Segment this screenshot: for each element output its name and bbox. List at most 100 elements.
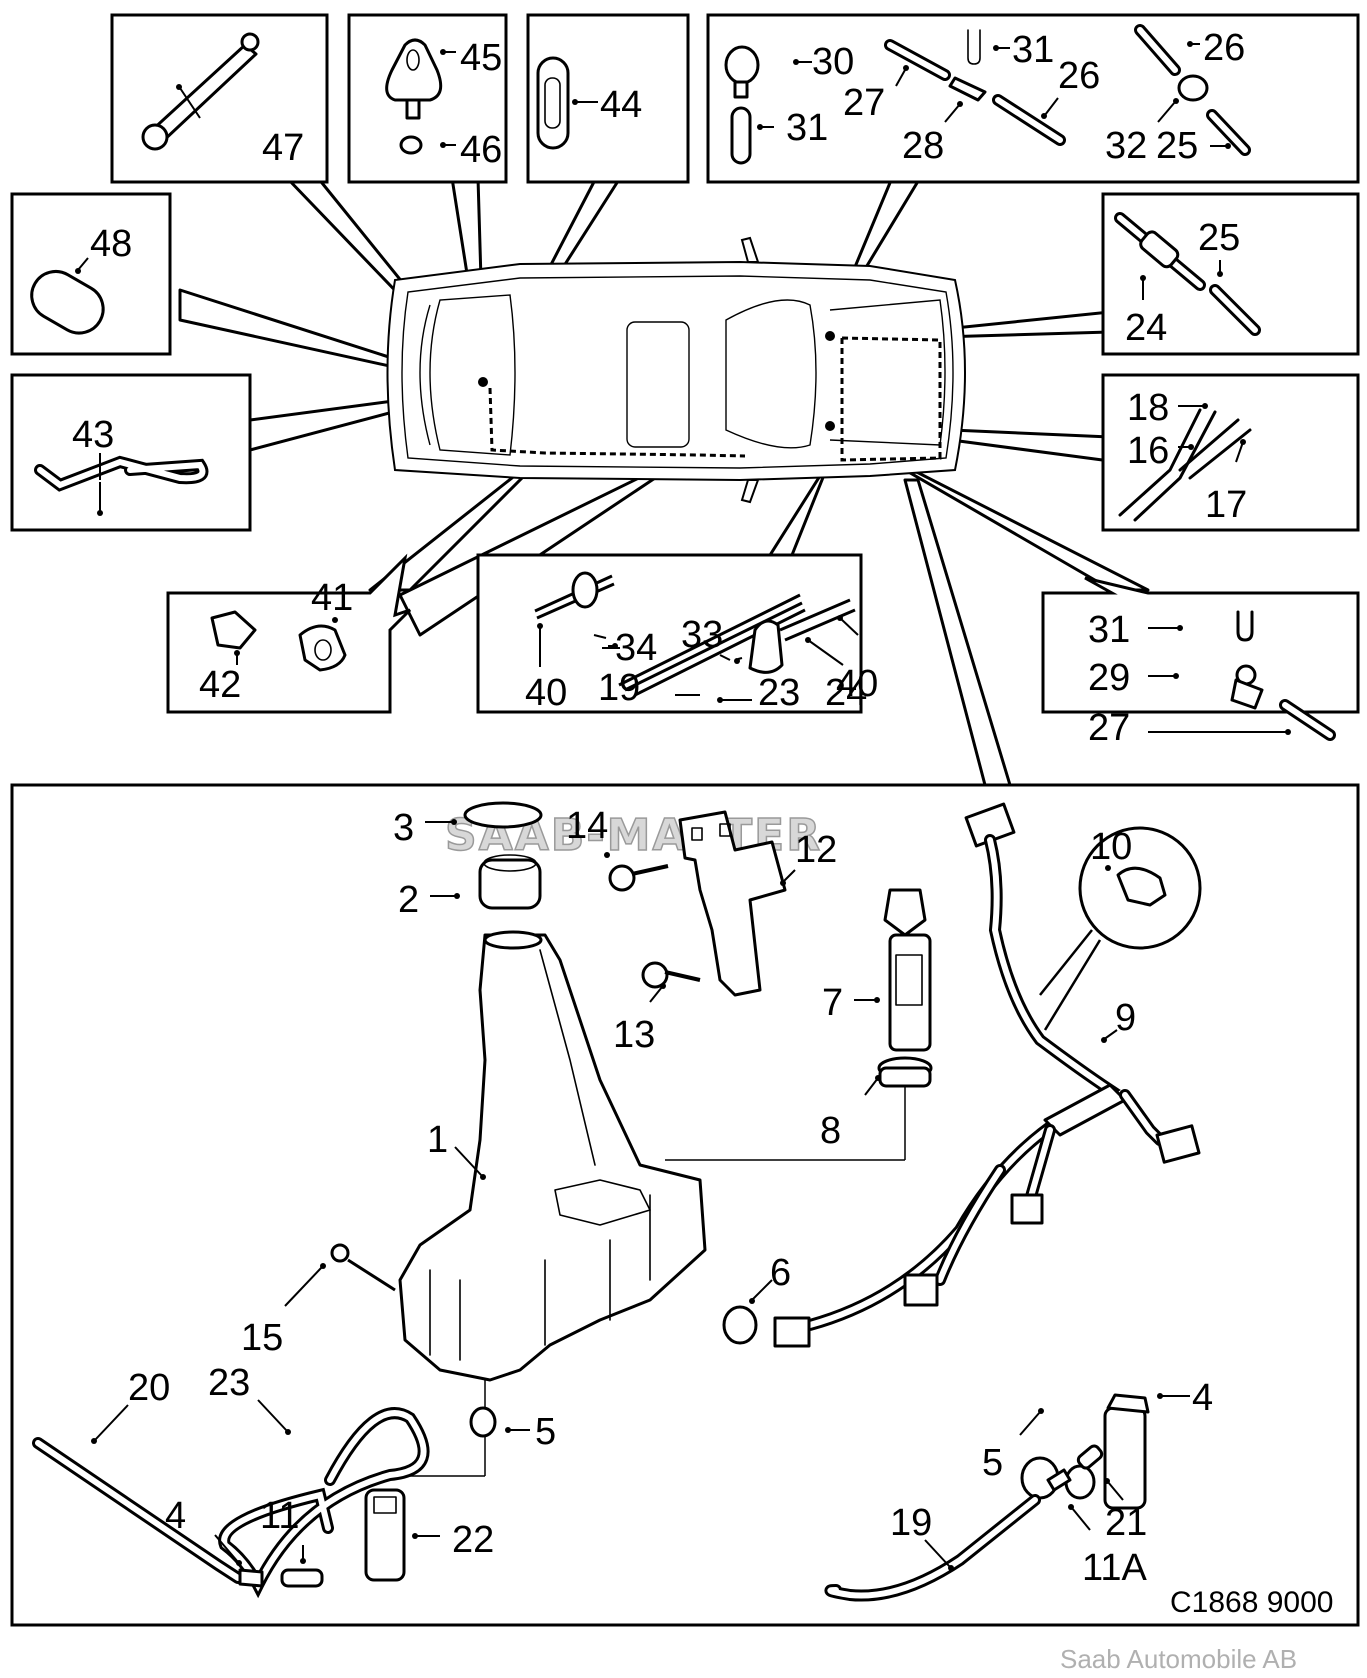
label-27b: 27 bbox=[1088, 707, 1130, 749]
label-25b: 25 bbox=[1198, 217, 1240, 259]
label-17: 17 bbox=[1205, 484, 1247, 526]
tee-11 bbox=[238, 1568, 264, 1588]
label-48: 48 bbox=[90, 223, 132, 265]
callout-box-16-17-18: 18 16 17 bbox=[1101, 373, 1360, 532]
hose-route-front bbox=[488, 387, 746, 458]
label-1: 1 bbox=[427, 1119, 448, 1161]
callout-box-44: 44 bbox=[526, 13, 690, 184]
label-18: 18 bbox=[1127, 387, 1169, 429]
label-26a: 26 bbox=[1058, 55, 1100, 97]
hose-31c bbox=[1236, 610, 1254, 642]
label-40a: 40 bbox=[525, 672, 567, 714]
washer-reservoir-1 bbox=[398, 933, 707, 1382]
level-sensor-7 bbox=[888, 933, 932, 1052]
label-19a: 19 bbox=[598, 667, 640, 709]
callout-box-47: 47 bbox=[110, 13, 329, 184]
clip-10 bbox=[1116, 866, 1167, 907]
bracket-12 bbox=[678, 810, 787, 997]
label-13: 13 bbox=[613, 1014, 655, 1056]
label-43: 43 bbox=[72, 414, 114, 456]
label-27a: 27 bbox=[843, 82, 885, 124]
callout-box-27-29-31: 31 29 27 bbox=[1041, 576, 1360, 749]
callout-box-45-46: 45 46 bbox=[347, 13, 508, 184]
label-31c: 31 bbox=[1088, 609, 1130, 651]
mirror-right bbox=[740, 479, 760, 504]
label-24a: 24 bbox=[1125, 307, 1167, 349]
label-11A: 11A bbox=[1082, 1547, 1147, 1589]
label-26b: 26 bbox=[1203, 27, 1245, 69]
label-28: 28 bbox=[902, 125, 944, 167]
label-34: 34 bbox=[615, 627, 657, 669]
clip-46 bbox=[399, 135, 423, 155]
label-7: 7 bbox=[822, 982, 843, 1024]
label-47: 47 bbox=[262, 127, 304, 169]
label-9: 9 bbox=[1115, 997, 1136, 1039]
plug-48 bbox=[30, 270, 105, 335]
label-32: 32 bbox=[1105, 125, 1147, 167]
harness-connector-low bbox=[903, 1273, 939, 1307]
clip-41 bbox=[298, 624, 347, 672]
label-22: 23 bbox=[208, 1362, 250, 1404]
main-assembly-box: SAAB-MASTER 3 2 14 12 13 7 8 bbox=[10, 783, 1360, 1627]
plug-6 bbox=[722, 1305, 758, 1345]
grommet-33 bbox=[748, 619, 784, 674]
label-10: 10 bbox=[1090, 826, 1132, 868]
label-20: 11 bbox=[260, 1495, 299, 1537]
washer-pump-4a bbox=[364, 1488, 406, 1582]
callout-box-48: 48 bbox=[10, 192, 172, 356]
harness-connector-right bbox=[1155, 1124, 1201, 1164]
copyright-text: Saab Automobile AB bbox=[1060, 1644, 1297, 1674]
point-rear-upper bbox=[825, 331, 835, 341]
label-24b: 24 bbox=[825, 672, 867, 714]
harness-connector-mid bbox=[1010, 1193, 1044, 1225]
hose-31 bbox=[730, 106, 752, 165]
label-41: 41 bbox=[311, 577, 353, 619]
callout-box-43: 43 bbox=[10, 373, 252, 532]
label-14: 14 bbox=[566, 805, 608, 847]
callout-box-24-25: 24 25 bbox=[1101, 192, 1360, 356]
bolt-13 bbox=[641, 961, 669, 989]
label-4a: 22 bbox=[452, 1519, 494, 1561]
label-29: 29 bbox=[1088, 657, 1130, 699]
hose-route-rear bbox=[840, 336, 942, 462]
label-5b: 5 bbox=[982, 1442, 1003, 1484]
grommet-44 bbox=[536, 56, 570, 150]
callout-box-41-42: 41 42 bbox=[166, 553, 412, 714]
label-6: 6 bbox=[770, 1252, 791, 1294]
check-valve-11A bbox=[1046, 1468, 1072, 1492]
hose-31b bbox=[967, 29, 981, 65]
label-15: 15 bbox=[241, 1317, 283, 1359]
sunroof bbox=[626, 321, 690, 448]
label-11: 4 bbox=[165, 1495, 186, 1537]
label-25a: 25 bbox=[1156, 125, 1198, 167]
connector-24 bbox=[1139, 230, 1180, 269]
label-23a: 23 bbox=[758, 672, 800, 714]
label-23b: 20 bbox=[128, 1367, 170, 1409]
rear-window bbox=[725, 299, 817, 449]
label-33: 33 bbox=[681, 614, 723, 656]
tee-28 bbox=[948, 76, 987, 102]
callout-box-hose-routing: 34 33 40 19 40 23 24 bbox=[476, 553, 878, 714]
label-45: 45 bbox=[460, 37, 502, 79]
connector-20 bbox=[280, 1568, 324, 1588]
level-sensor-7-top bbox=[883, 888, 927, 937]
label-42: 42 bbox=[199, 664, 241, 706]
label-21: 21 bbox=[1105, 1502, 1147, 1544]
label-31b: 31 bbox=[1012, 29, 1054, 71]
label-4b: 4 bbox=[1192, 1377, 1213, 1419]
car-top-view bbox=[386, 236, 966, 504]
label-30: 30 bbox=[812, 41, 854, 83]
label-31a: 31 bbox=[786, 107, 828, 149]
bolt-14 bbox=[608, 864, 636, 892]
nozzle-30 bbox=[724, 45, 760, 85]
drawing-code: C1868 9000 bbox=[1170, 1586, 1333, 1619]
label-12: 12 bbox=[795, 829, 837, 871]
label-44: 44 bbox=[600, 84, 642, 126]
filler-neck-2 bbox=[478, 858, 542, 910]
label-3: 3 bbox=[393, 807, 414, 849]
label-2: 2 bbox=[398, 879, 419, 921]
car-body-outline bbox=[386, 260, 966, 482]
label-16: 16 bbox=[1127, 430, 1169, 472]
connector-21 bbox=[1076, 1444, 1104, 1470]
